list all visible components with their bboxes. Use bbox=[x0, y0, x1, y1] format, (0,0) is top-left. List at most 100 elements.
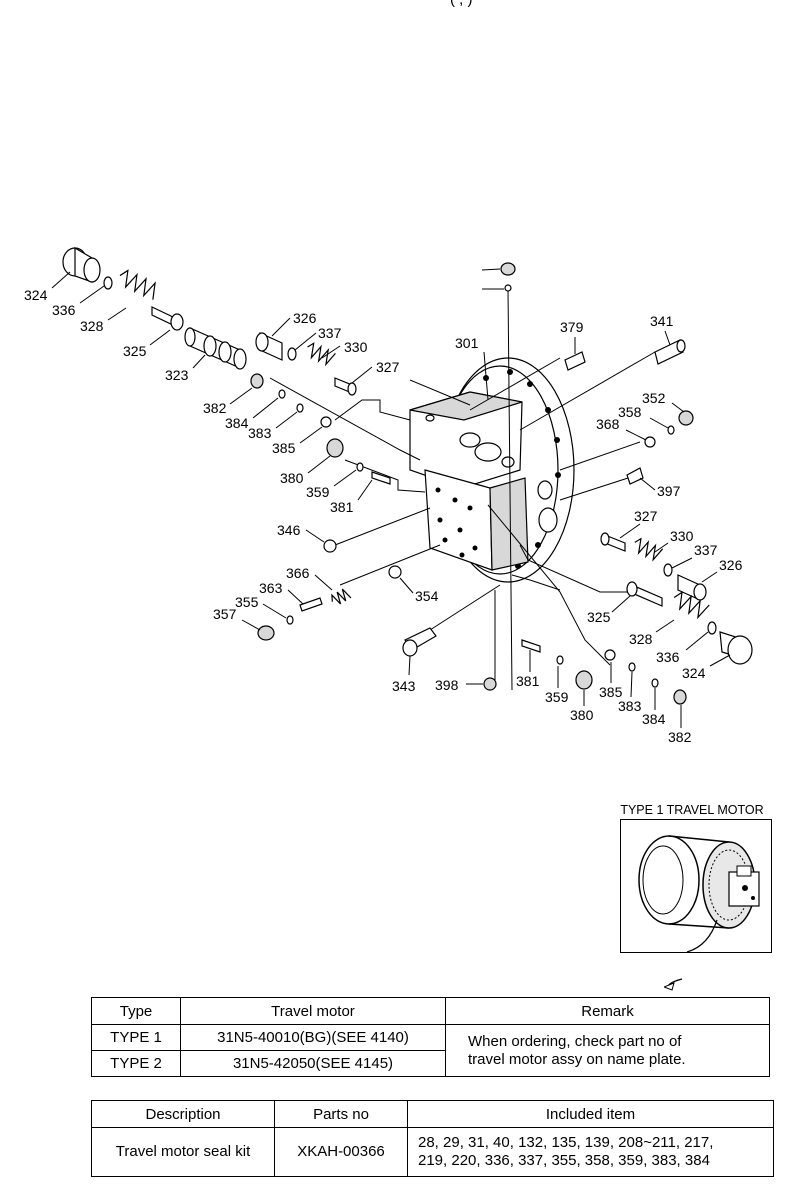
callout-label: 359 bbox=[306, 484, 330, 500]
port-hole-3 bbox=[501, 456, 515, 468]
table-row: TYPE 2 31N5-42050(SEE 4145) bbox=[91, 1050, 770, 1077]
o-ring-383-left bbox=[296, 403, 304, 413]
callout-label: 383 bbox=[618, 698, 642, 714]
spring-330 bbox=[307, 342, 336, 367]
spring-328-right bbox=[673, 591, 710, 620]
callout-label: 384 bbox=[225, 415, 249, 431]
header-type: Type bbox=[91, 997, 181, 1025]
cropped-header-fragment: ( , ) bbox=[450, 0, 473, 8]
side-port-1 bbox=[537, 480, 553, 500]
callout-label: 336 bbox=[52, 302, 76, 318]
callout-label: 324 bbox=[682, 665, 706, 681]
callout-label: 385 bbox=[272, 440, 296, 456]
callout-label: 357 bbox=[213, 606, 237, 622]
spring-328 bbox=[119, 269, 156, 300]
spool-325-right bbox=[626, 581, 663, 607]
callout-label: 325 bbox=[123, 343, 147, 359]
ball-385-bottom bbox=[604, 649, 616, 661]
header-travel-motor: Travel motor bbox=[180, 997, 446, 1025]
right-parts bbox=[483, 262, 753, 705]
header-parts-no: Parts no bbox=[274, 1100, 408, 1128]
spool-323 bbox=[184, 327, 247, 370]
port-hole-2 bbox=[474, 442, 502, 462]
callout-label: 341 bbox=[650, 313, 674, 329]
o-ring-337 bbox=[287, 347, 297, 361]
callout-label: 343 bbox=[392, 678, 416, 694]
callout-label: 384 bbox=[642, 711, 666, 727]
travel-motor-illustration bbox=[638, 835, 760, 953]
callout-labels: 324 336 328 325 323 326 337 330 327 382 … bbox=[24, 287, 743, 745]
pin-381-left bbox=[371, 471, 391, 485]
callout-label: 337 bbox=[318, 325, 342, 341]
callout-label: 336 bbox=[656, 649, 680, 665]
port-hole-4 bbox=[425, 414, 435, 422]
callout-label: 325 bbox=[587, 609, 611, 625]
plug-380-left bbox=[326, 438, 344, 458]
remark-cell: When ordering, check part no of travel m… bbox=[445, 1024, 770, 1077]
o-ring-383-bottom bbox=[628, 662, 636, 672]
plug-397 bbox=[626, 467, 644, 485]
o-ring-355-top bbox=[504, 284, 512, 292]
description-cell: Travel motor seal kit bbox=[91, 1127, 275, 1177]
housing-side-face bbox=[489, 477, 529, 571]
callout-label: 323 bbox=[165, 367, 189, 383]
callout-label: 363 bbox=[259, 580, 283, 596]
plug-398 bbox=[483, 677, 497, 691]
callout-label: 346 bbox=[277, 522, 301, 538]
remark-line: travel motor assy on name plate. bbox=[468, 1050, 686, 1068]
side-port-2 bbox=[538, 507, 558, 533]
plug-354 bbox=[388, 565, 402, 579]
callout-label: 355 bbox=[235, 594, 259, 610]
inset-title: TYPE 1 TRAVEL MOTOR bbox=[620, 803, 764, 817]
callout-label: 381 bbox=[516, 673, 540, 689]
items-line: 219, 220, 336, 337, 355, 358, 359, 383, … bbox=[418, 1152, 710, 1169]
callout-label: 385 bbox=[599, 684, 623, 700]
o-ring-358 bbox=[667, 425, 675, 435]
o-ring-355-left bbox=[286, 615, 294, 625]
parts-no-cell: XKAH-00366 bbox=[274, 1127, 408, 1177]
header-included-item: Included item bbox=[407, 1100, 774, 1128]
callout-label: 380 bbox=[570, 707, 594, 723]
plug-379 bbox=[564, 351, 586, 371]
motor-cell: 31N5-40010(BG)(SEE 4140) bbox=[180, 1024, 446, 1051]
callout-label: 358 bbox=[618, 404, 642, 420]
front-block-holes bbox=[435, 487, 478, 558]
type-table: Type Travel motor Remark TYPE 1 31N5-400… bbox=[91, 997, 770, 1077]
callout-label: 326 bbox=[719, 557, 743, 573]
motor-cell: 31N5-42050(SEE 4145) bbox=[180, 1050, 446, 1077]
kit-table-header: Description Parts no Included item bbox=[91, 1100, 774, 1128]
callout-label: 398 bbox=[435, 677, 459, 693]
header-description: Description bbox=[91, 1100, 275, 1128]
callout-label: 330 bbox=[344, 339, 368, 355]
valve-cover-housing bbox=[409, 357, 575, 583]
plug-324 bbox=[62, 246, 101, 283]
exploded-parts-diagram: 324 336 328 325 323 326 337 330 327 382 … bbox=[24, 246, 753, 745]
callout-label: 327 bbox=[376, 359, 400, 375]
seal-kit-table: Description Parts no Included item Trave… bbox=[91, 1100, 774, 1177]
callout-label: 352 bbox=[642, 390, 666, 406]
included-items-cell: 28, 29, 31, 40, 132, 135, 139, 208~211, … bbox=[407, 1127, 774, 1177]
callout-label: 330 bbox=[670, 528, 694, 544]
pin-381-bottom bbox=[521, 639, 541, 653]
leader-lines bbox=[269, 289, 656, 691]
callout-label: 328 bbox=[629, 631, 653, 647]
table-row: TYPE 1 31N5-40010(BG)(SEE 4140) When ord… bbox=[91, 1024, 770, 1077]
callout-label: 368 bbox=[596, 416, 620, 432]
callout-label: 359 bbox=[545, 689, 569, 705]
o-ring-359-left bbox=[356, 462, 364, 472]
plug-382-bottom bbox=[673, 689, 687, 705]
type-cell: TYPE 1 bbox=[91, 1024, 181, 1051]
type-cell: TYPE 2 bbox=[91, 1050, 181, 1077]
plug-346 bbox=[323, 539, 337, 553]
plug-357-top bbox=[500, 262, 516, 276]
spool-325 bbox=[151, 306, 184, 331]
ball-368 bbox=[644, 436, 656, 448]
bolt-343 bbox=[402, 627, 437, 657]
header-remark: Remark bbox=[445, 997, 770, 1025]
pin-327-right bbox=[600, 532, 626, 552]
type-table-header: Type Travel motor Remark bbox=[91, 997, 770, 1025]
callout-label: 301 bbox=[455, 335, 479, 351]
callout-label: 379 bbox=[560, 319, 584, 335]
spring-366 bbox=[331, 588, 352, 605]
callout-label: 397 bbox=[657, 483, 681, 499]
